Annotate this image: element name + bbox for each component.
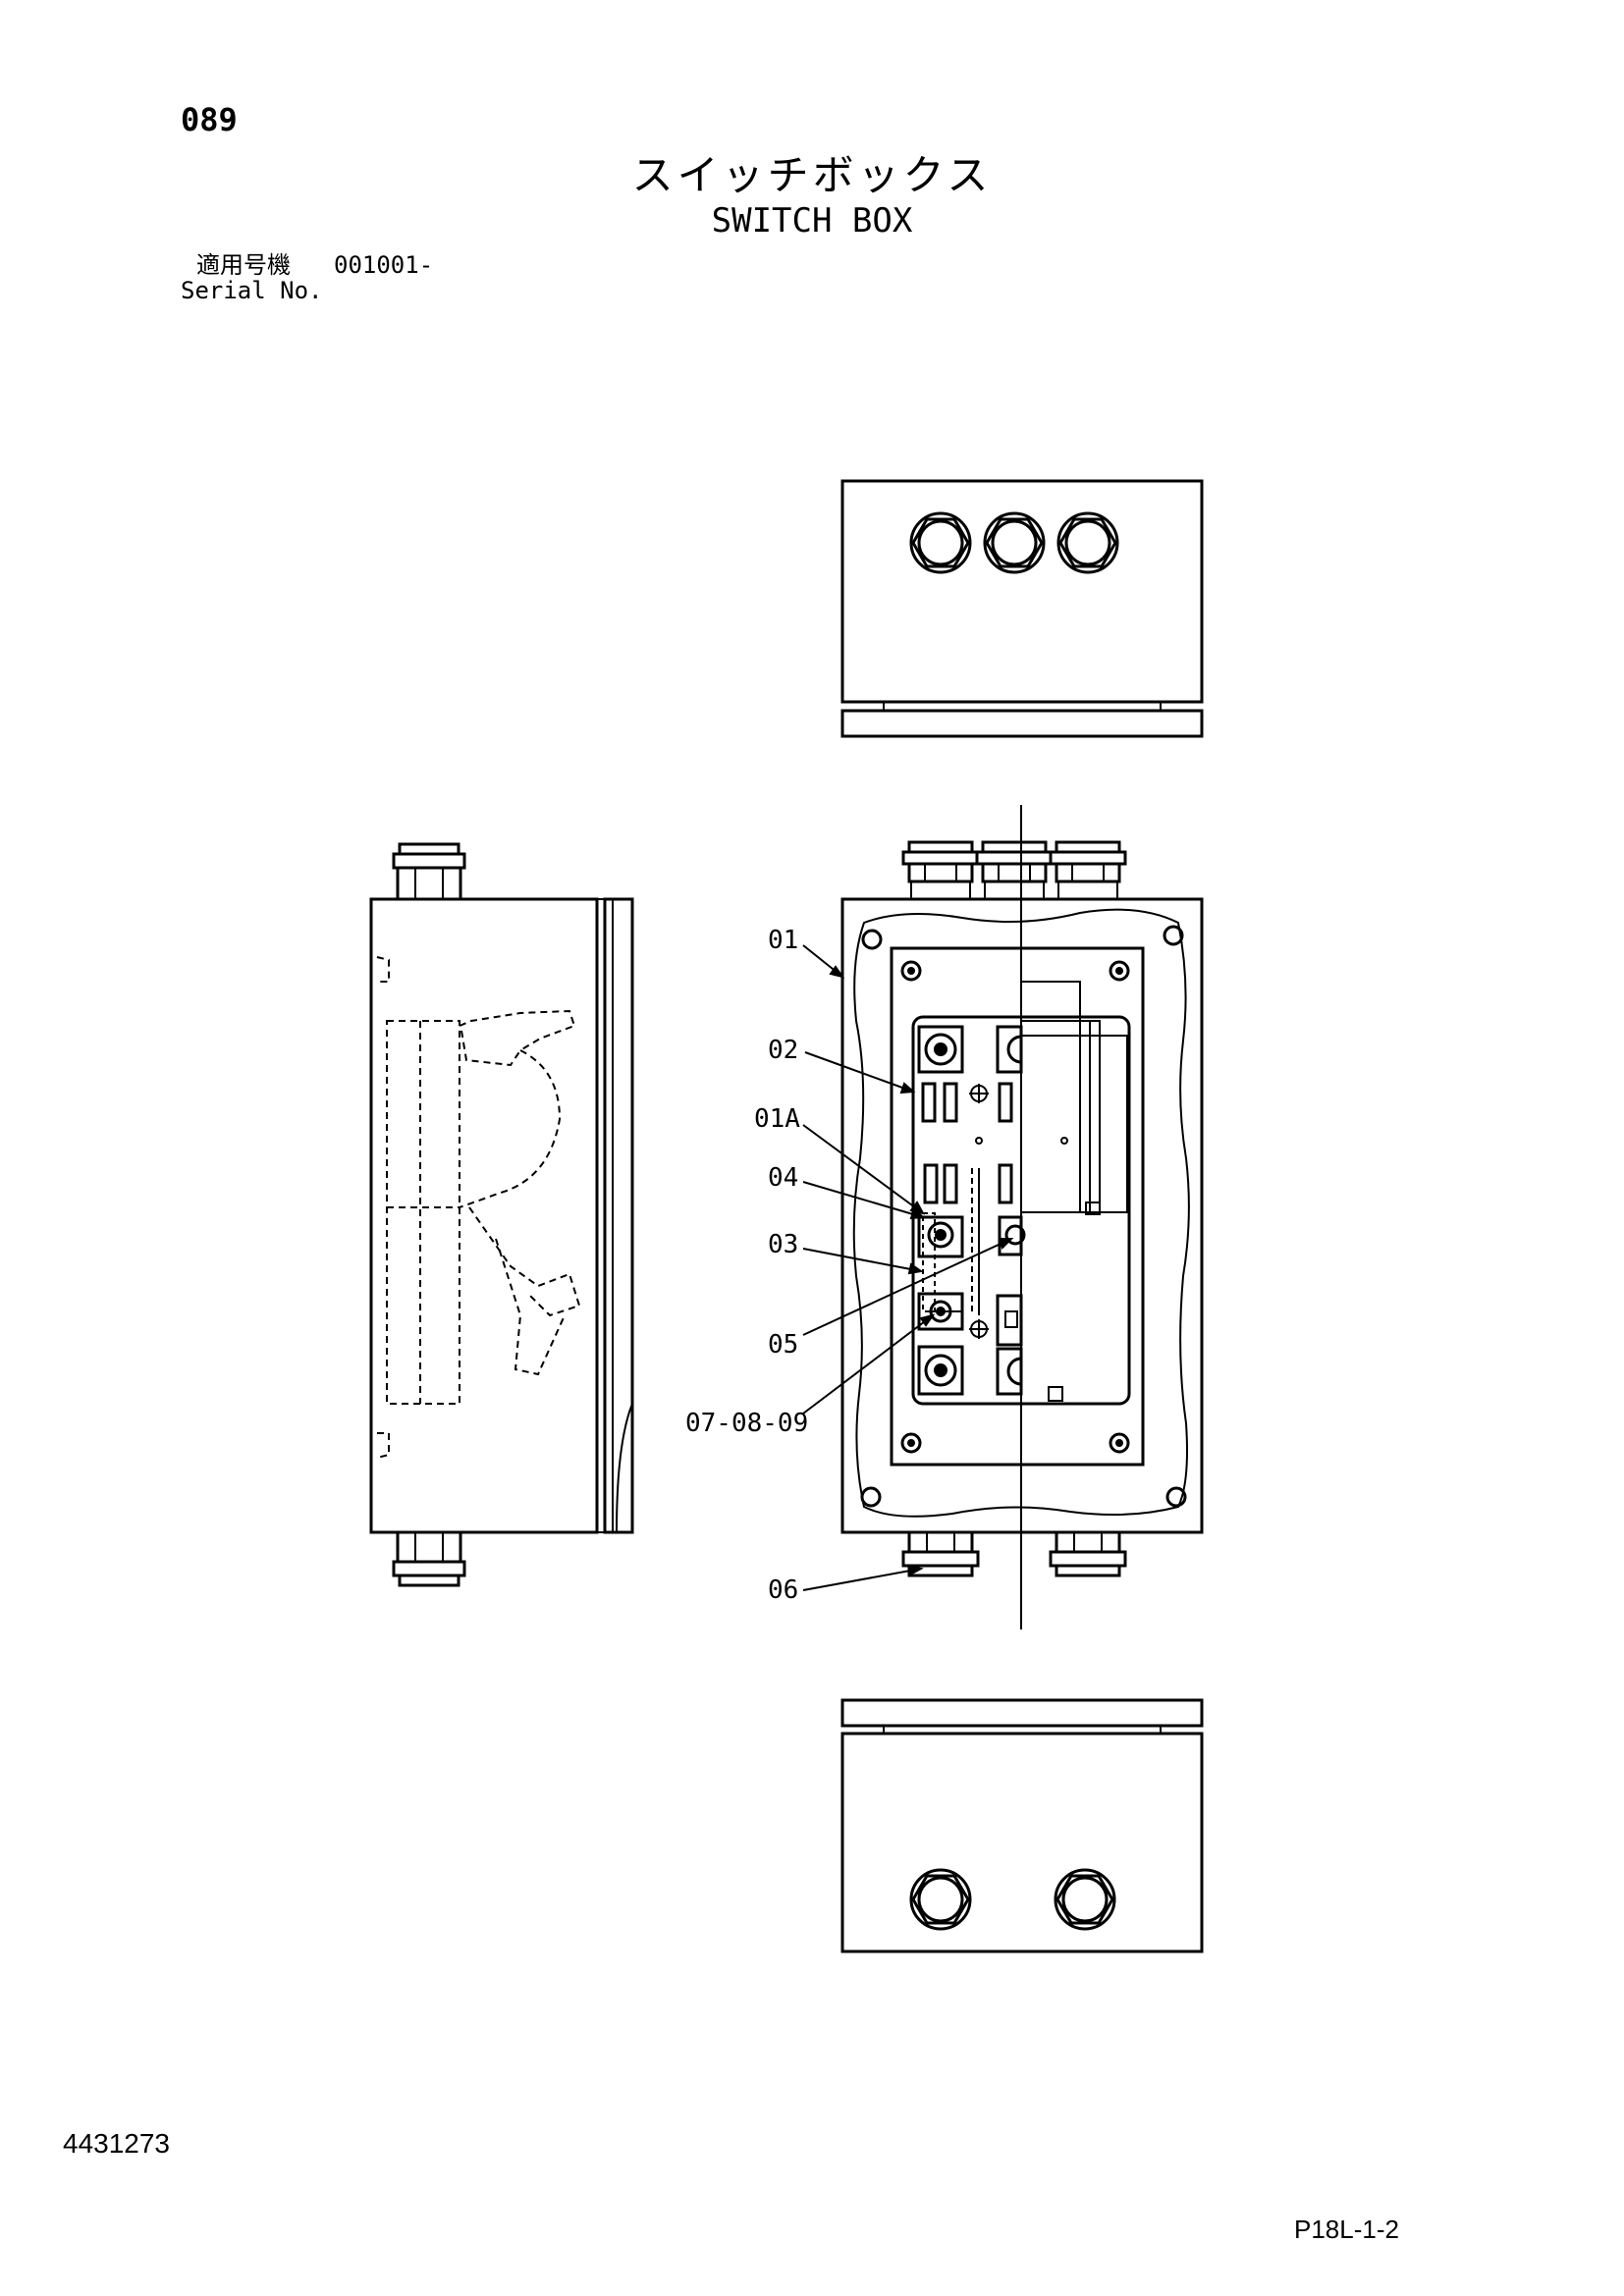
callout-02: 02 [768,1036,798,1065]
document-number: 4431273 [63,2128,171,2159]
callout-07-08-09: 07-08-09 [685,1409,808,1438]
bottom-view [840,1698,1204,1953]
callout-03: 03 [768,1230,798,1259]
front-view [840,805,1204,1629]
callout-04: 04 [768,1163,798,1193]
leader-lines [802,944,1014,1591]
serial-label-japanese: 適用号機 [196,251,291,279]
serial-value: 001001- [334,251,434,279]
callout-01a: 01A [754,1104,800,1134]
callout-01: 01 [768,926,798,955]
callout-05: 05 [768,1330,798,1360]
page-number: 089 [181,101,238,138]
side-view [369,842,634,1587]
top-view [840,479,1204,738]
title-english: SWITCH BOX [711,201,913,240]
page-code: P18L-1-2 [1294,2215,1399,2244]
title-japanese: スイッチボックス [631,151,993,199]
serial-label-english: Serial No. [181,277,323,304]
callout-06: 06 [768,1575,798,1605]
